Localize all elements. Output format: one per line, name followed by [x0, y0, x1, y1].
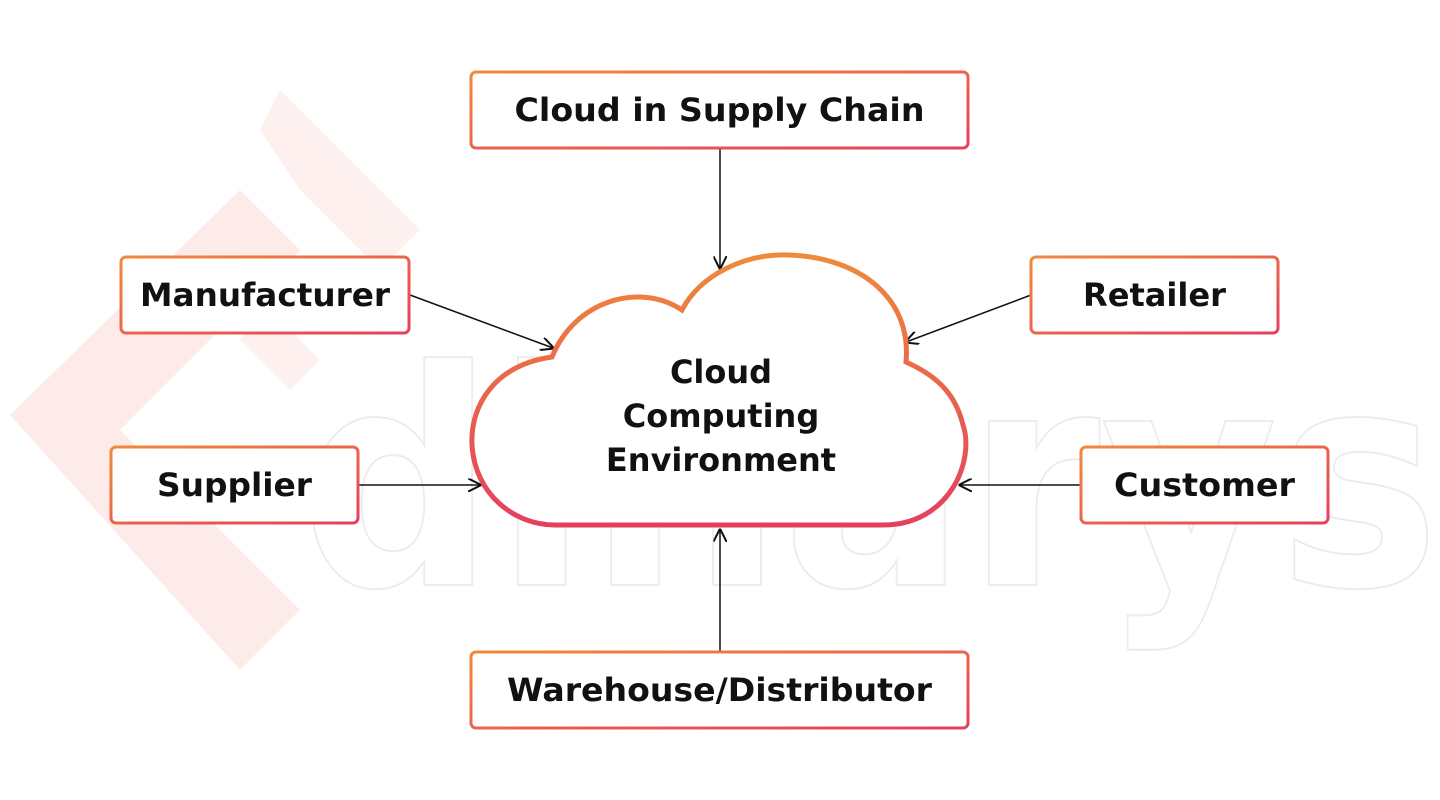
- node-warehouse-distributor: Warehouse/Distributor: [469, 650, 970, 730]
- cloud-label-line-1: Cloud: [670, 353, 772, 391]
- title-box-label: Cloud in Supply Chain: [515, 91, 925, 129]
- node-manufacturer: Manufacturer: [119, 255, 411, 335]
- cloud-node: Cloud Computing Environment: [469, 252, 969, 528]
- node-supplier-label: Supplier: [157, 466, 312, 504]
- arrow-retailer-to-cloud: [906, 294, 1032, 342]
- node-retailer: Retailer: [1029, 255, 1280, 335]
- node-supplier: Supplier: [109, 445, 360, 525]
- cloud-shape-icon: [469, 252, 969, 528]
- node-customer: Customer: [1079, 445, 1330, 525]
- node-retailer-label: Retailer: [1083, 276, 1226, 314]
- cloud-label-line-3: Environment: [606, 441, 836, 479]
- connectors: [359, 149, 1081, 651]
- title-box: Cloud in Supply Chain: [469, 70, 970, 150]
- cloud-label-line-2: Computing: [623, 397, 819, 435]
- node-warehouse-label: Warehouse/Distributor: [507, 671, 932, 709]
- node-manufacturer-label: Manufacturer: [140, 276, 390, 314]
- arrow-manufacturer-to-cloud: [409, 294, 553, 348]
- node-customer-label: Customer: [1114, 466, 1295, 504]
